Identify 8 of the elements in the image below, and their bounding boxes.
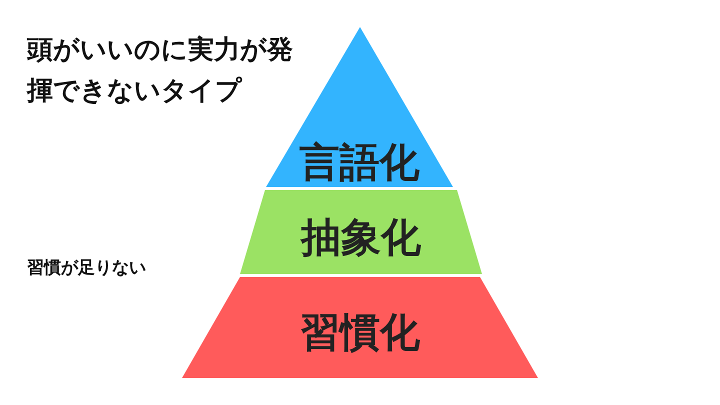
pyramid-level (266, 27, 453, 187)
level-label: 抽象化 (299, 214, 422, 263)
side-note: 習慣が足りない (27, 257, 147, 279)
pyramid-level (240, 190, 482, 274)
pyramid-level (182, 277, 538, 378)
level-label: 言語化 (298, 139, 420, 188)
level-label: 習慣化 (299, 309, 421, 358)
heading-note: 頭がいいのに実力が発揮できないタイプ (27, 34, 294, 108)
